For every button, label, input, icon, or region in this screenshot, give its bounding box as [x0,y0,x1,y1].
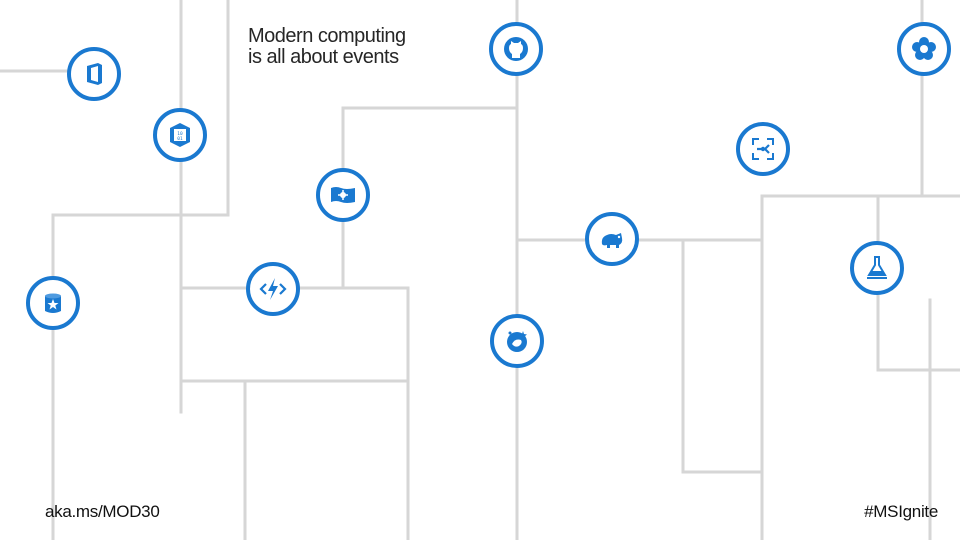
title-line-2: is all about events [248,46,399,68]
iot-hub-node: 10 01 [153,108,207,162]
storage-node [26,276,80,330]
event-grid-icon [331,187,355,203]
service-fabric-node [897,22,951,76]
github-icon [504,37,528,61]
event-grid-node [316,168,370,222]
storage-icon [45,293,61,313]
lab-node [850,241,904,295]
office-icon [87,63,102,85]
stream-analytics-node [736,122,790,176]
title-line-1: Modern computing [248,25,406,47]
lab-flask-icon [867,256,887,279]
functions-icon [259,278,287,300]
svg-text:10: 10 [177,131,183,137]
hdinsight-icon [601,233,623,248]
cognitive-services-icon [507,331,527,352]
slide-title: Modern computing is all about events [248,26,406,68]
stream-analytics-icon [752,138,774,160]
footer-hashtag: #MSIgnite [864,502,938,521]
iot-hub-icon: 10 01 [170,123,190,147]
footer-link[interactable]: aka.ms/MOD30 [45,502,160,521]
functions-node [246,262,300,316]
svg-text:01: 01 [177,136,183,142]
office-node [67,47,121,101]
github-node [489,22,543,76]
service-fabric-icon [912,37,936,60]
cognitive-services-node [490,314,544,368]
hdinsight-node [585,212,639,266]
